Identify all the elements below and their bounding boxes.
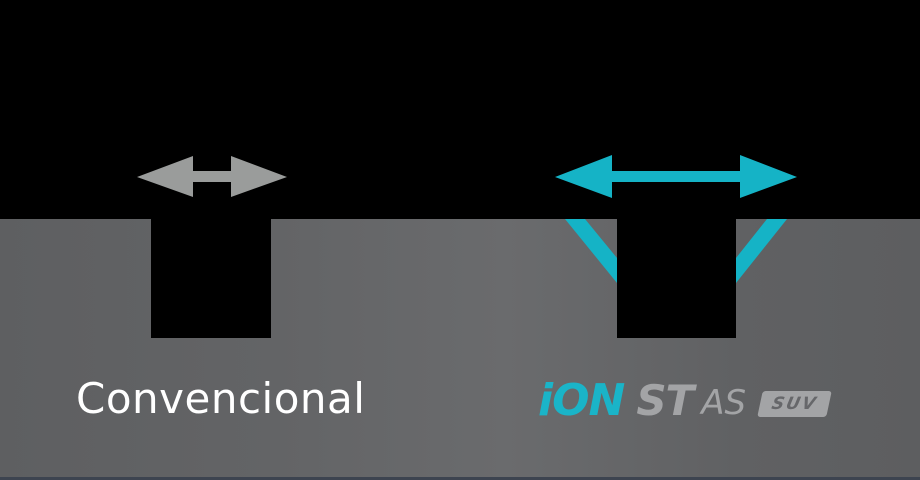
- brand-st: ST: [636, 376, 694, 425]
- conventional-groove-slot: [151, 218, 271, 338]
- ion-chamfer-right: [736, 219, 787, 283]
- ion-groove-slot: [617, 218, 736, 338]
- conventional-double-arrow-icon: [137, 156, 287, 197]
- brand-as: AS: [701, 383, 747, 423]
- ion-double-arrow-icon: [555, 155, 797, 198]
- bottom-edge-line: [0, 477, 920, 480]
- ion-chamfer-left: [565, 219, 617, 283]
- brand-ion: iON: [538, 375, 625, 426]
- ion-st-as-suv-logo: iON ST AS SUV: [538, 373, 833, 426]
- brand-suv-text: SUV: [769, 394, 820, 414]
- brand-suv-badge: SUV: [757, 391, 833, 417]
- conventional-label: Convencional: [76, 374, 366, 423]
